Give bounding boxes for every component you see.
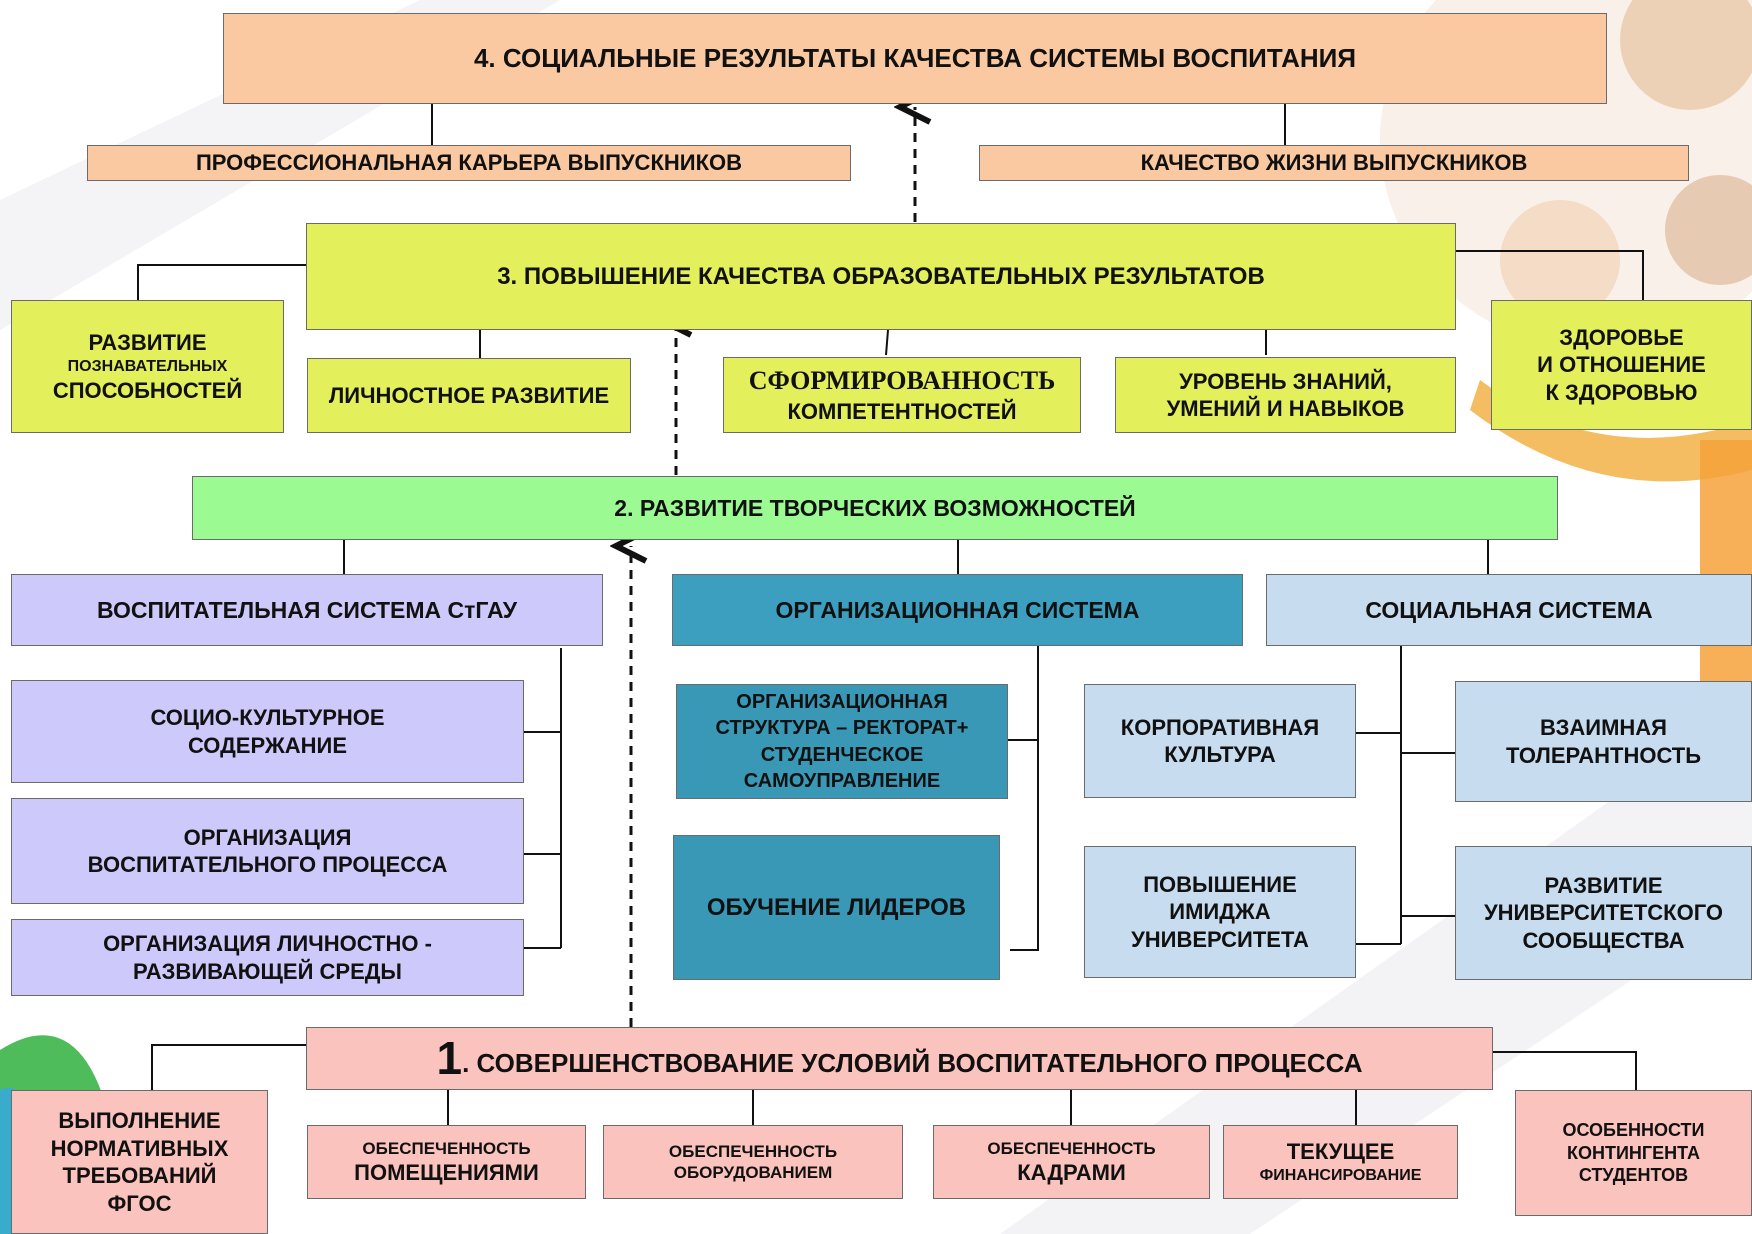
leaders-box: ОБУЧЕНИЕ ЛИДЕРОВ: [673, 835, 1000, 980]
edu-process-line2: ВОСПИТАТЕЛЬНОГО ПРОЦЕССА: [87, 852, 448, 877]
fgos-line2: НОРМАТИВНЫХ: [50, 1135, 229, 1161]
fgos-box: ВЫПОЛНЕНИЕ НОРМАТИВНЫХ ТРЕБОВАНИЙ ФГОС: [11, 1090, 268, 1234]
cognitive-line3: СПОСОБНОСТЕЙ: [52, 377, 243, 403]
leaders-label: ОБУЧЕНИЕ ЛИДЕРОВ: [706, 893, 967, 921]
sociocultural-box: СОЦИО-КУЛЬТУРНОЕ СОДЕРЖАНИЕ: [11, 680, 524, 783]
org-structure-box: ОРГАНИЗАЦИОННАЯ СТРУКТУРА – РЕКТОРАТ+ СТ…: [676, 684, 1008, 799]
community-box: РАЗВИТИЕ УНИВЕРСИТЕТСКОГО СООБЩЕСТВА: [1455, 846, 1752, 980]
social-system-box: СОЦИАЛЬНАЯ СИСТЕМА: [1266, 574, 1752, 646]
edu-process-box: ОРГАНИЗАЦИЯ ВОСПИТАТЕЛЬНОГО ПРОЦЕССА: [11, 798, 524, 904]
image-line1: ПОВЫШЕНИЕ: [1143, 871, 1297, 897]
cognitive-line1: РАЗВИТИЕ: [88, 330, 207, 355]
fgos-line3: ТРЕБОВАНИЙ: [62, 1163, 217, 1188]
finance-line1: ТЕКУЩЕЕ: [1286, 1139, 1395, 1165]
personal-label: ЛИЧНОСТНОЕ РАЗВИТИЕ: [328, 382, 610, 408]
org-system-box: ОРГАНИЗАЦИОННАЯ СИСТЕМА: [672, 574, 1243, 646]
knowledge-box: УРОВЕНЬ ЗНАНИЙ, УМЕНИЙ И НАВЫКОВ: [1115, 357, 1456, 433]
level2-title: 2. РАЗВИТИЕ ТВОРЧЕСКИХ ВОЗМОЖНОСТЕЙ: [614, 494, 1136, 521]
competence-line1: СФОРМИРОВАННОСТЬ: [748, 366, 1056, 395]
equipment-line2: ОБОРУДОВАНИЕМ: [673, 1163, 833, 1182]
corporate-line2: КУЛЬТУРА: [1164, 742, 1276, 767]
sociocultural-line1: СОЦИО-КУЛЬТУРНОЕ: [150, 705, 385, 730]
knowledge-line2: УМЕНИЙ И НАВЫКОВ: [1166, 396, 1405, 421]
finance-line2: ФИНАНСИРОВАНИЕ: [1259, 1166, 1422, 1184]
org-structure-line4: САМОУПРАВЛЕНИЕ: [743, 769, 941, 792]
level4-title: 4. СОЦИАЛЬНЫЕ РЕЗУЛЬТАТЫ КАЧЕСТВА СИСТЕМ…: [473, 43, 1357, 74]
staff-line2: КАДРАМИ: [1017, 1159, 1126, 1185]
students-line3: СТУДЕНТОВ: [1578, 1165, 1689, 1186]
edu-system-title: ВОСПИТАТЕЛЬНАЯ СИСТЕМА СтГАУ: [96, 596, 518, 623]
premises-line2: ПОМЕЩЕНИЯМИ: [354, 1159, 539, 1185]
tolerance-box: ВЗАИМНАЯ ТОЛЕРАНТНОСТЬ: [1455, 681, 1752, 802]
community-line3: СООБЩЕСТВА: [1522, 927, 1685, 953]
competence-box: СФОРМИРОВАННОСТЬ КОМПЕТЕНТНОСТЕЙ: [723, 357, 1081, 433]
career-label: ПРОФЕССИОНАЛЬНАЯ КАРЬЕРА ВЫПУСКНИКОВ: [195, 150, 743, 176]
level1-number: 1: [436, 1031, 463, 1084]
level3-title-box: 3. ПОВЫШЕНИЕ КАЧЕСТВА ОБРАЗОВАТЕЛЬНЫХ РЕ…: [306, 223, 1456, 330]
students-line2: КОНТИНГЕНТА: [1567, 1142, 1700, 1163]
environment-line1: ОРГАНИЗАЦИЯ ЛИЧНОСТНО -: [103, 931, 432, 956]
level3-title: 3. ПОВЫШЕНИЕ КАЧЕСТВА ОБРАЗОВАТЕЛЬНЫХ РЕ…: [497, 262, 1265, 290]
org-system-title: ОРГАНИЗАЦИОННАЯ СИСТЕМА: [775, 596, 1140, 623]
equipment-box: ОБЕСПЕЧЕННОСТЬ ОБОРУДОВАНИЕМ: [603, 1125, 903, 1199]
image-line2: ИМИДЖА: [1169, 899, 1271, 925]
image-box: ПОВЫШЕНИЕ ИМИДЖА УНИВЕРСИТЕТА: [1084, 846, 1356, 978]
cognitive-box: РАЗВИТИЕ ПОЗНАВАТЕЛЬНЫХ СПОСОБНОСТЕЙ: [11, 300, 284, 433]
students-box: ОСОБЕННОСТИ КОНТИНГЕНТА СТУДЕНТОВ: [1515, 1090, 1752, 1216]
org-structure-line2: СТРУКТУРА – РЕКТОРАТ+: [715, 717, 969, 740]
corporate-box: КОРПОРАТИВНАЯ КУЛЬТУРА: [1084, 684, 1356, 798]
competence-line2: КОМПЕТЕНТНОСТЕЙ: [787, 398, 1017, 424]
org-structure-line3: СТУДЕНЧЕСКОЕ: [760, 743, 924, 766]
cognitive-line2: ПОЗНАВАТЕЛЬНЫХ: [67, 357, 228, 375]
level1-title-box: 1 . СОВЕРШЕНСТВОВАНИЕ УСЛОВИЙ ВОСПИТАТЕЛ…: [306, 1027, 1493, 1090]
health-line1: ЗДОРОВЬЕ: [1559, 324, 1684, 350]
edu-system-box: ВОСПИТАТЕЛЬНАЯ СИСТЕМА СтГАУ: [11, 574, 603, 646]
community-line2: УНИВЕРСИТЕТСКОГО: [1483, 900, 1724, 926]
fgos-line4: ФГОС: [107, 1190, 172, 1216]
health-box: ЗДОРОВЬЕ И ОТНОШЕНИЕ К ЗДОРОВЬЮ: [1491, 300, 1752, 430]
edu-process-line1: ОРГАНИЗАЦИЯ: [183, 824, 352, 850]
premises-line1: ОБЕСПЕЧЕННОСТЬ: [362, 1138, 531, 1158]
personal-box: ЛИЧНОСТНОЕ РАЗВИТИЕ: [307, 358, 631, 433]
equipment-line1: ОБЕСПЕЧЕННОСТЬ: [668, 1141, 838, 1161]
finance-box: ТЕКУЩЕЕ ФИНАНСИРОВАНИЕ: [1223, 1125, 1458, 1199]
staff-box: ОБЕСПЕЧЕННОСТЬ КАДРАМИ: [933, 1125, 1210, 1199]
image-line3: УНИВЕРСИТЕТА: [1131, 926, 1309, 952]
tolerance-line2: ТОЛЕРАНТНОСТЬ: [1505, 742, 1702, 768]
community-line1: РАЗВИТИЕ: [1544, 872, 1663, 898]
social-system-title: СОЦИАЛЬНАЯ СИСТЕМА: [1365, 596, 1653, 623]
health-line3: К ЗДОРОВЬЮ: [1545, 379, 1698, 405]
environment-box: ОРГАНИЗАЦИЯ ЛИЧНОСТНО - РАЗВИВАЮЩЕЙ СРЕД…: [11, 919, 524, 996]
tolerance-line1: ВЗАИМНАЯ: [1540, 715, 1667, 740]
environment-line2: РАЗВИВАЮЩЕЙ СРЕДЫ: [133, 958, 402, 984]
sociocultural-line2: СОДЕРЖАНИЕ: [187, 732, 348, 758]
level2-title-box: 2. РАЗВИТИЕ ТВОРЧЕСКИХ ВОЗМОЖНОСТЕЙ: [192, 476, 1558, 540]
life-quality-box: КАЧЕСТВО ЖИЗНИ ВЫПУСКНИКОВ: [979, 145, 1689, 181]
level1-title: . СОВЕРШЕНСТВОВАНИЕ УСЛОВИЙ ВОСПИТАТЕЛЬН…: [462, 1048, 1363, 1079]
org-structure-line1: ОРГАНИЗАЦИОННАЯ: [736, 690, 948, 713]
fgos-line1: ВЫПОЛНЕНИЕ: [58, 1108, 221, 1133]
level4-title-box: 4. СОЦИАЛЬНЫЕ РЕЗУЛЬТАТЫ КАЧЕСТВА СИСТЕМ…: [223, 13, 1607, 104]
staff-line1: ОБЕСПЕЧЕННОСТЬ: [987, 1138, 1156, 1158]
health-line2: И ОТНОШЕНИЕ: [1537, 352, 1706, 378]
students-line1: ОСОБЕННОСТИ: [1562, 1120, 1705, 1141]
corporate-line1: КОРПОРАТИВНАЯ: [1120, 714, 1320, 740]
career-box: ПРОФЕССИОНАЛЬНАЯ КАРЬЕРА ВЫПУСКНИКОВ: [87, 145, 851, 181]
knowledge-line1: УРОВЕНЬ ЗНАНИЙ,: [1179, 368, 1392, 394]
premises-box: ОБЕСПЕЧЕННОСТЬ ПОМЕЩЕНИЯМИ: [307, 1125, 586, 1199]
life-quality-label: КАЧЕСТВО ЖИЗНИ ВЫПУСКНИКОВ: [1140, 150, 1528, 176]
